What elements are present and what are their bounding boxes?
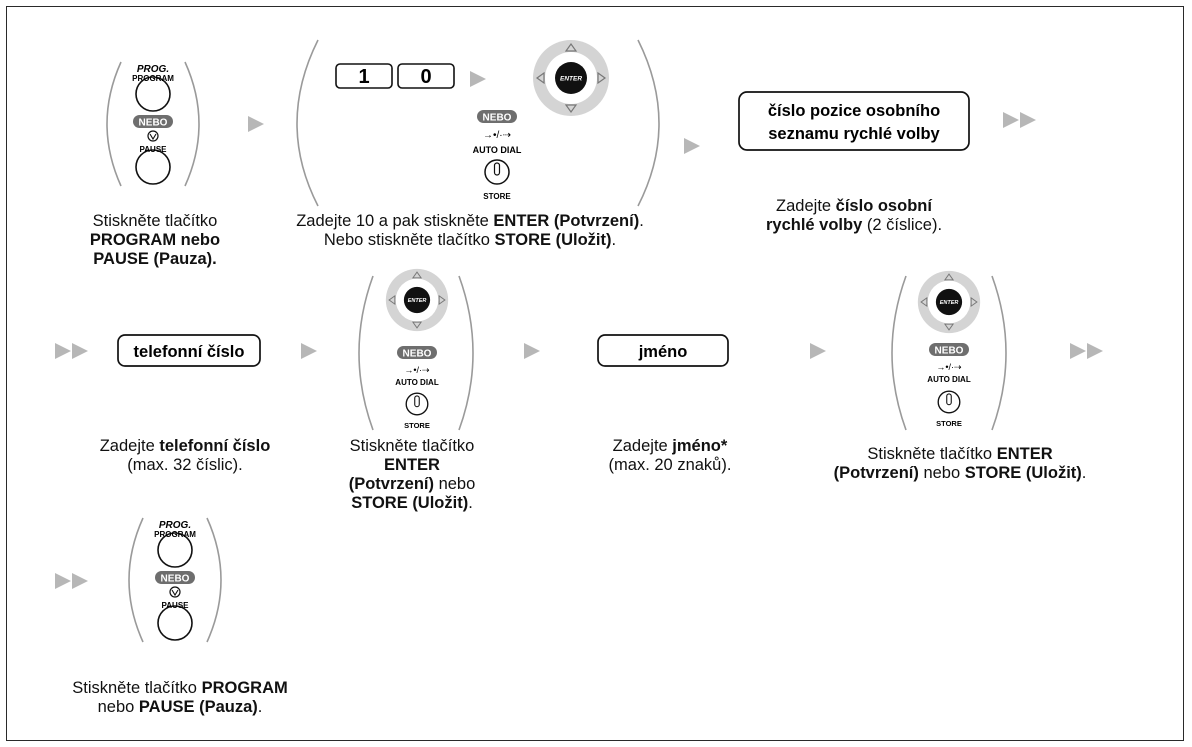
key-1-label: 1 (358, 66, 369, 88)
key-0-label: 0 (420, 66, 431, 88)
svg-text:seznamu rychlé volby: seznamu rychlé volby (768, 125, 940, 143)
caption-step-6: Zadejte jméno* (max. 20 znaků). (608, 437, 732, 474)
svg-text:STORE: STORE (404, 421, 430, 430)
arrow-5 (810, 343, 826, 359)
svg-text:jméno: jméno (638, 343, 688, 361)
svg-text:NEBO: NEBO (935, 346, 964, 357)
fwd-glyph: →•/·⇢ (483, 130, 511, 141)
svg-text:NEBO: NEBO (403, 349, 432, 360)
prog-label: PROG. (137, 64, 169, 75)
svg-text:→•/·⇢: →•/·⇢ (936, 362, 962, 372)
caption-step-1: Stiskněte tlačítko PROGRAM nebo PAUSE (P… (89, 212, 221, 268)
navigator-pad-1: ENTER (532, 39, 610, 117)
arrow-3 (301, 343, 317, 359)
speed-dial-position-box: číslo pozice osobního seznamu rychlé vol… (738, 91, 970, 151)
program-label: PROGRAM (132, 74, 174, 83)
caption-step-7: Stiskněte tlačítko ENTER (Potvrzení) neb… (833, 445, 1087, 482)
svg-text:ENTER: ENTER (560, 76, 582, 83)
key-1 (335, 63, 393, 89)
svg-text:→•/·⇢: →•/·⇢ (404, 365, 430, 375)
key-0 (397, 63, 455, 89)
phone-number-box: telefonní číslo (117, 334, 261, 367)
svg-text:PROG.: PROG. (159, 520, 191, 531)
enter-store-group-1: 1 0 ENTER NEBO →•/·⇢ AUTO DIAL STORE (296, 39, 660, 207)
svg-text:PROGRAM: PROGRAM (154, 530, 196, 539)
double-arrow-1 (1003, 112, 1036, 128)
enter-store-group-3: ENTER NEBO →•/·⇢ AUTO DIAL STORE (891, 270, 1007, 431)
arrow-2 (684, 138, 700, 154)
svg-text:AUTO DIAL: AUTO DIAL (395, 378, 439, 387)
caption-step-8: Stiskněte tlačítko PROGRAM nebo PAUSE (P… (72, 679, 288, 716)
svg-text:PAUSE: PAUSE (162, 601, 190, 610)
pause-label: PAUSE (140, 145, 168, 154)
program-pause-buttons-2: PROG. PROGRAM NEBO PAUSE (128, 517, 222, 643)
name-box: jméno (597, 334, 729, 367)
double-arrow-2 (55, 343, 88, 359)
svg-text:STORE: STORE (936, 419, 962, 428)
double-arrow-3 (1070, 343, 1103, 359)
nebo-label: NEBO (139, 118, 168, 129)
caption-step-4: Zadejte telefonní číslo (max. 32 číslic)… (99, 437, 271, 474)
svg-text:číslo pozice osobního: číslo pozice osobního (768, 102, 940, 120)
svg-text:NEBO: NEBO (161, 574, 190, 585)
caption-step-5: Stiskněte tlačítko ENTER (Potvrzení) neb… (348, 437, 476, 512)
diagram-frame (6, 6, 1184, 741)
caption-step-2: Zadejte 10 a pak stiskněte ENTER (Potvrz… (296, 212, 644, 249)
double-arrow-4 (55, 573, 88, 589)
auto-dial-label: AUTO DIAL (473, 145, 522, 155)
store-button-icon (484, 159, 510, 185)
enter-store-group-2: ENTER NEBO →•/·⇢ AUTO DIAL STORE (358, 268, 474, 431)
store-label: STORE (483, 192, 511, 201)
arrow-4 (524, 343, 540, 359)
svg-text:telefonní číslo: telefonní číslo (134, 343, 245, 361)
svg-text:AUTO DIAL: AUTO DIAL (927, 375, 971, 384)
program-pause-buttons-1: PROG. PROGRAM NEBO PAUSE (106, 61, 200, 187)
nebo-label: NEBO (483, 113, 512, 124)
caption-step-3: Zadejte číslo osobní rychlé volby (2 čís… (765, 197, 943, 234)
arrow-1 (248, 116, 264, 132)
svg-text:ENTER: ENTER (940, 300, 959, 306)
svg-text:ENTER: ENTER (408, 298, 427, 304)
